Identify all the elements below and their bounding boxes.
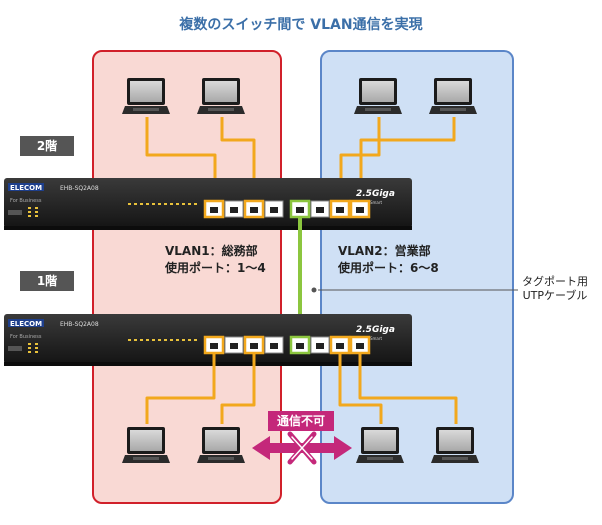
tagged-cable-line2: UTPケーブル	[522, 289, 588, 302]
switch-upper-badge: 2.5Giga	[356, 189, 395, 199]
switch-lower-series: For Business	[10, 334, 42, 340]
vlan1-label: VLAN1：総務部 使用ポート：1〜4	[165, 243, 266, 277]
switch-upper-ports	[203, 199, 371, 219]
laptop-icon-lower-3	[356, 427, 404, 463]
laptop-icon-lower-1	[122, 427, 170, 463]
laptop-icon-upper-4	[429, 78, 477, 114]
no-communication-label: 通信不可	[268, 411, 334, 431]
laptop-icon-upper-1	[122, 78, 170, 114]
lower-cables	[145, 353, 458, 424]
vlan1-ports: 使用ポート：1〜4	[165, 261, 266, 275]
vlan1-zone	[92, 50, 282, 504]
laptop-icon-lower-2	[197, 427, 245, 463]
vlan2-label: VLAN2：営業部 使用ポート：6〜8	[338, 243, 439, 277]
switch-lower-model: EHB-SQ2A08	[60, 321, 99, 328]
switch-upper-badge-sub: Web Smart	[360, 200, 383, 205]
tagged-cable-label: タグポート用 UTPケーブル	[522, 275, 588, 303]
vlan2-name: VLAN2：営業部	[338, 244, 431, 258]
vlan1-name: VLAN1：総務部	[165, 244, 258, 258]
tagged-cable-line1: タグポート用	[522, 275, 588, 288]
switch-lower-brand: ELECOM	[10, 320, 42, 328]
switch-lower-badge-sub: Web Smart	[360, 336, 383, 341]
switch-upper-brand: ELECOM	[10, 184, 42, 192]
diagram-title: 複数のスイッチ間で VLAN通信を実現	[179, 17, 423, 33]
switch-upper: ELECOM EHB-SQ2A08 For Business 2.5Giga W…	[4, 178, 412, 230]
floor-1-label: 1階	[20, 271, 74, 291]
floor-2-label: 2階	[20, 136, 74, 156]
switch-lower-ports	[203, 335, 371, 355]
x-mark-highlight	[291, 436, 313, 460]
laptop-icon-upper-3	[354, 78, 402, 114]
vlan2-ports: 使用ポート：6〜8	[338, 261, 439, 275]
tagged-cable-callout-dot	[311, 287, 317, 293]
switch-upper-series: For Business	[10, 198, 42, 204]
switch-upper-model: EHB-SQ2A08	[60, 185, 99, 192]
laptop-icon-upper-2	[197, 78, 245, 114]
switch-lower: ELECOM EHB-SQ2A08 For Business 2.5Giga W…	[4, 314, 412, 366]
vlan2-zone	[320, 50, 514, 504]
switch-lower-badge: 2.5Giga	[356, 325, 395, 335]
laptop-icon-lower-4	[431, 427, 479, 463]
